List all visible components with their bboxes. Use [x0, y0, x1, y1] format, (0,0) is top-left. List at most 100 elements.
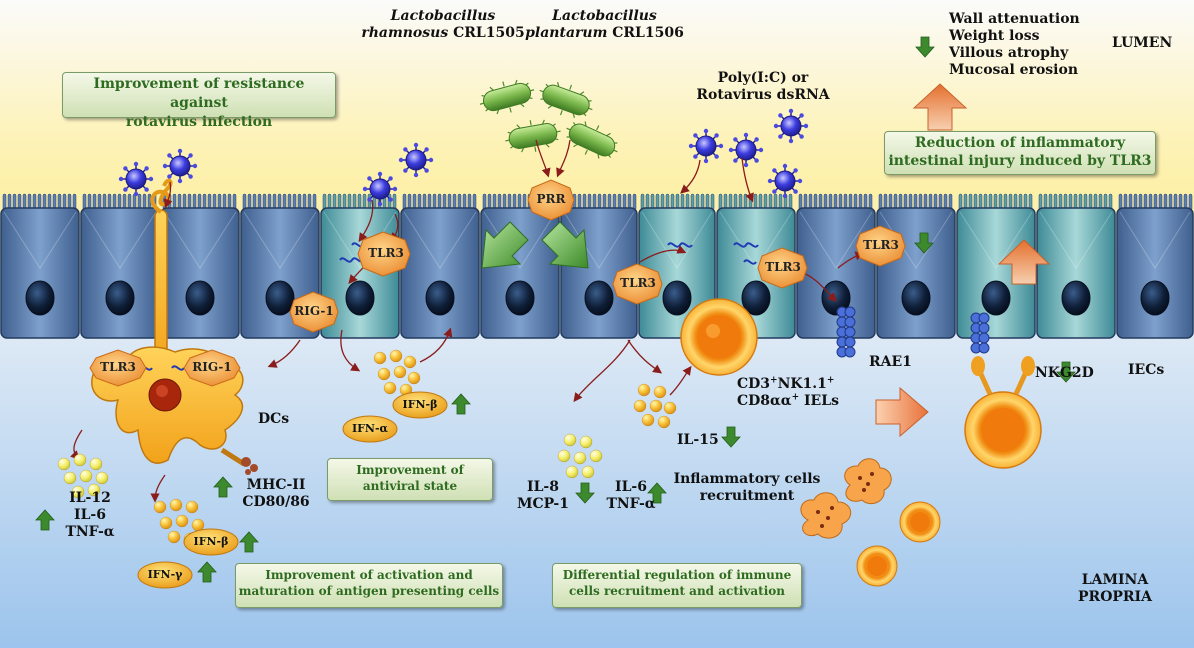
cytokine-ball — [663, 401, 677, 415]
virus-particle — [773, 108, 809, 144]
cytokine-ball — [565, 465, 579, 479]
differential-line-1: Differential regulation of immune — [562, 568, 792, 582]
up-arrow-icon — [647, 482, 667, 504]
cytokine-ball — [79, 469, 93, 483]
up-arrow-icon — [451, 393, 471, 415]
iel-label: CD3+NK1.1+ CD8αα+ IELs — [737, 376, 839, 410]
iel-cd8: CD8αα — [737, 393, 792, 409]
cytokine-ball — [175, 514, 189, 528]
il6-tnfa-epi-label: IL-6 TNF-α — [596, 479, 666, 513]
virus-particle — [688, 128, 724, 164]
cytokine-ball — [383, 381, 397, 395]
il15-label: IL-15 — [677, 432, 719, 448]
cytokine-particles — [57, 349, 677, 546]
resistance-line-1: Improvement of resistance against — [93, 76, 305, 111]
il6-text: IL-6 — [615, 479, 647, 495]
tlr3-label-dc: TLR3 — [100, 360, 136, 374]
iel-ields: IELs — [799, 393, 839, 409]
cytokine-ball — [403, 355, 417, 369]
big-arrow-right — [875, 386, 929, 438]
cytokine-ball — [63, 471, 77, 485]
epithelial-layer — [0, 193, 1194, 339]
il8-mcp1-label: IL-8 MCP-1 — [503, 479, 583, 513]
mcp1-text: MCP-1 — [517, 496, 569, 512]
lamina-propria-label: LAMINA PROPRIA — [1070, 572, 1160, 606]
polyic-label: Poly(I:C) or Rotavirus dsRNA — [688, 70, 838, 104]
cytokine-ball — [653, 385, 667, 399]
epithelial-cell — [0, 193, 80, 339]
mhc-label: MHC-II CD80/86 — [236, 477, 316, 511]
activation-line-1: Improvement of activation and — [265, 568, 473, 582]
activation-line-2: maturation of antigen presenting cells — [238, 584, 500, 598]
resistance-box: Improvement of resistance against rotavi… — [62, 72, 336, 130]
cytokine-ball — [159, 516, 173, 530]
cytokine-ball — [87, 483, 101, 497]
effects-list: Wall attenuation Weight loss Villous atr… — [949, 11, 1080, 79]
down-arrow-icon — [721, 426, 741, 448]
differential-line-2: cells recruitment and activation — [568, 584, 785, 598]
rig1-label-1: RIG-1 — [294, 304, 334, 318]
tnfa-text: TNF-α — [606, 496, 656, 512]
strain-1-label: Lactobacillus rhamnosus CRL1505 — [358, 8, 528, 42]
cytokine-ball — [637, 383, 651, 397]
tlr3-label-3: TLR3 — [765, 260, 801, 274]
iel-cd3: CD3 — [737, 376, 771, 392]
cytokine-ball — [153, 500, 167, 514]
strain-1-code: CRL1505 — [453, 25, 525, 41]
lamina-line-2: PROPRIA — [1078, 589, 1152, 605]
iecs-label: IECs — [1128, 362, 1165, 378]
cytokine-ball — [581, 465, 595, 479]
effect-item: Villous atrophy — [949, 45, 1069, 61]
il6-dc-text: IL-6 — [74, 507, 106, 523]
rae1-ligand — [836, 306, 856, 358]
inflammatory-label: Inflammatory cells recruitment — [672, 471, 822, 505]
ifn-alpha-label: IFN-α — [351, 422, 389, 435]
cytokine-ball — [563, 433, 577, 447]
down-arrow-icon — [915, 36, 935, 58]
epithelial-cell — [876, 193, 956, 339]
up-arrow-icon — [213, 476, 233, 498]
bacterium — [539, 82, 593, 118]
cytokine-ball — [169, 498, 183, 512]
bacterium — [566, 121, 618, 159]
strain-1-genus: Lactobacillus — [390, 8, 496, 24]
dcs-label: DCs — [258, 411, 290, 427]
inflam-line-1: Inflammatory cells — [673, 471, 821, 487]
big-arrow-up-lumen — [912, 83, 968, 131]
up-arrow-icon — [197, 561, 217, 583]
cytokine-ball — [579, 435, 593, 449]
cytokine-ball — [73, 453, 87, 467]
virus-particle — [767, 163, 803, 199]
epithelial-cell — [400, 193, 480, 339]
iel-cd8-sup: + — [791, 392, 800, 403]
down-arrow-icon — [575, 482, 595, 504]
virus-particle — [398, 142, 434, 178]
epithelial-cell — [80, 193, 160, 339]
tnfa-dc-text: TNF-α — [65, 524, 115, 540]
lumen-label: LUMEN — [1112, 35, 1173, 51]
epithelial-cell — [1036, 193, 1116, 339]
bacterium — [479, 79, 535, 115]
cytokine-ball — [649, 399, 663, 413]
cytokine-ball — [377, 367, 391, 381]
strain-1-species: rhamnosus — [361, 25, 449, 41]
lactobacillus-bacteria — [479, 79, 618, 159]
il12-text: IL-12 — [69, 490, 111, 506]
antiviral-line-1: Improvement of — [356, 463, 464, 477]
effect-item: Wall attenuation — [949, 11, 1080, 27]
rae1-label: RAE1 — [869, 354, 912, 370]
iel-nk11: NK1.1 — [777, 376, 827, 392]
down-arrow-icon — [914, 232, 934, 254]
rig1-label-dc: RIG-1 — [192, 360, 232, 374]
il8-text: IL-8 — [527, 479, 559, 495]
big-arrow-up-cell — [997, 239, 1051, 285]
green-arrow-down-left — [481, 221, 529, 269]
ifn-beta-label-1: IFN-β — [402, 398, 438, 411]
recruited-cells — [800, 458, 941, 587]
cytokine-ball — [373, 351, 387, 365]
cytokine-ball — [633, 399, 647, 413]
epithelial-cell — [160, 193, 240, 339]
iel-cd3-sup: + — [770, 375, 778, 386]
polyic-line-1: Poly(I:C) or — [717, 70, 809, 86]
green-arrow-down-right — [541, 221, 589, 269]
